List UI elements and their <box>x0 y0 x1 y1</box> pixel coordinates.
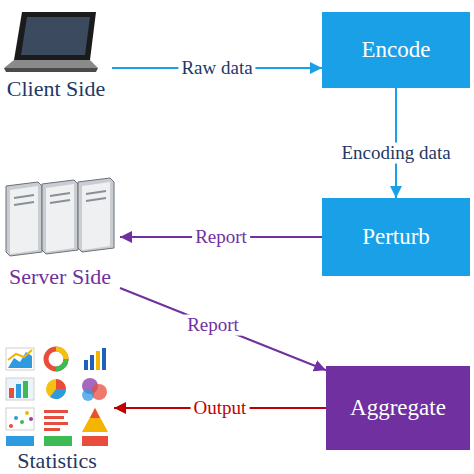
node-label: Statistics <box>17 449 96 472</box>
flow-arrow <box>120 288 326 370</box>
statistics-node: Statistics <box>0 344 114 472</box>
node-label: Client Side <box>7 77 105 100</box>
edge-label: Raw data <box>178 58 255 79</box>
process-box: Aggregate <box>326 366 470 450</box>
edge-label: Report <box>184 315 242 336</box>
edge-label: Report <box>192 227 250 248</box>
edge-label: Encoding data <box>338 143 453 164</box>
laptop-icon <box>4 12 98 72</box>
process-box: Encode <box>322 12 470 88</box>
edge-label: Output <box>191 398 250 419</box>
client-node: Client Side <box>0 8 112 100</box>
node-label: Perturb <box>362 225 430 249</box>
node-label: Encode <box>362 38 431 62</box>
process-box: Perturb <box>322 198 470 276</box>
server-node: Server Side <box>0 178 120 288</box>
server-icon <box>6 178 114 256</box>
node-label: Server Side <box>9 265 111 288</box>
node-label: Aggregate <box>350 396 446 420</box>
statistics-icons <box>6 348 108 446</box>
